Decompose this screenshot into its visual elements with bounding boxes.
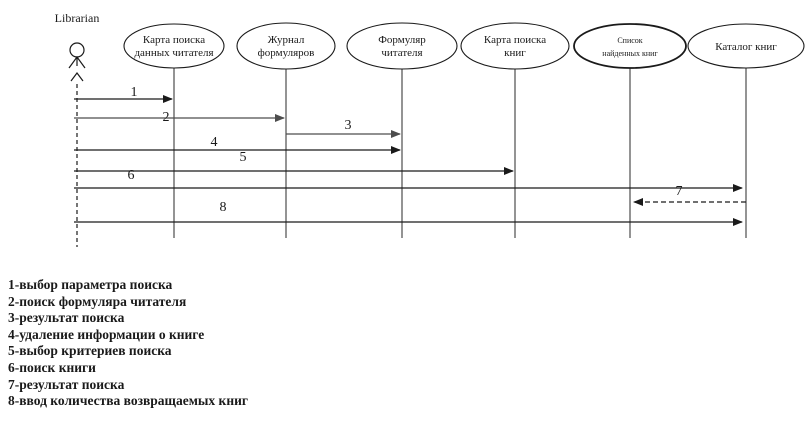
legend-item-5: 5-выбор критериев поиска (8, 343, 172, 359)
object-ellipse-4 (460, 22, 570, 70)
actor-body-icon (68, 55, 86, 69)
actor-head-icon (69, 42, 85, 58)
message-number-5: 5 (240, 150, 247, 165)
actor-label: Librarian (55, 11, 100, 25)
legend-item-2: 2-поиск формуляра читателя (8, 293, 187, 309)
object-ellipse-6 (687, 23, 805, 69)
message-number-3: 3 (345, 118, 352, 133)
message-number-7: 7 (676, 184, 683, 199)
actor-chevron-icon (70, 72, 84, 82)
message-number-8: 8 (220, 200, 227, 215)
message-number-4: 4 (211, 135, 218, 150)
legend-item-4: 4-удаление информации о книге (8, 326, 205, 342)
legend-item-6: 6-поиск книги (8, 359, 96, 375)
object-ellipse-1 (123, 23, 225, 69)
object-label-6: Каталог книг (715, 41, 777, 53)
legend-item-1: 1-выбор параметра поиска (8, 277, 173, 292)
message-number-1: 1 (131, 85, 138, 100)
object-ellipse-2 (236, 22, 336, 70)
legend-item-8: 8-ввод количества возвращаемых книг (8, 393, 249, 409)
legend-item-7: 7-результат поиска (8, 376, 125, 392)
object-ellipse-3 (346, 22, 458, 70)
object-ellipse-5 (573, 23, 687, 69)
message-number-6: 6 (128, 168, 135, 183)
legend-item-3: 3-результат поиска (8, 310, 125, 326)
message-number-2: 2 (163, 110, 170, 125)
